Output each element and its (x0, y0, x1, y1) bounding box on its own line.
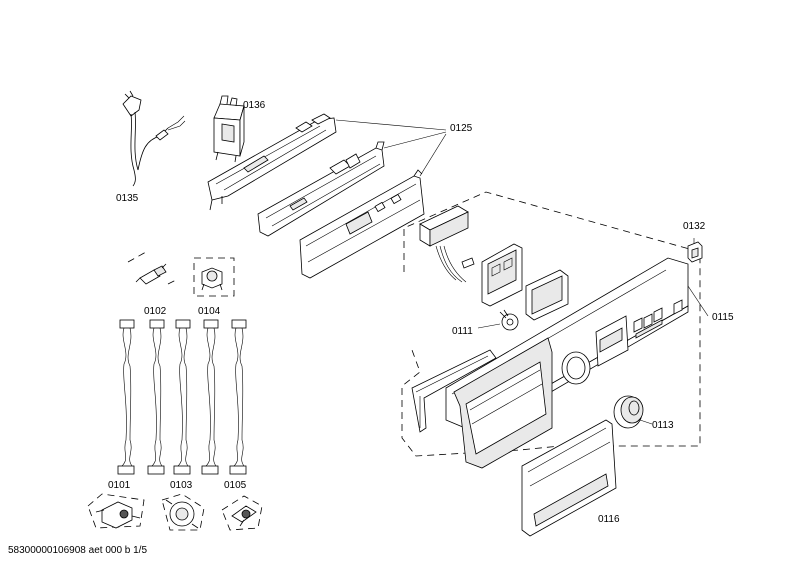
part-0102-sensor[interactable] (127, 251, 177, 285)
label-0111: 0111 (452, 326, 473, 337)
label-0115: 0115 (712, 312, 734, 323)
part-0125-board-top[interactable] (207, 113, 337, 211)
wiring-harness-2[interactable] (147, 319, 165, 475)
document-footer-code: 58300000106908 aet 000 b 1/5 (8, 545, 147, 556)
label-0136: 0136 (243, 100, 266, 111)
wiring-harness-5[interactable] (229, 319, 247, 475)
wiring-harness-1[interactable] (117, 319, 135, 475)
part-0132-clip[interactable] (687, 238, 703, 263)
label-0105: 0105 (224, 480, 247, 491)
wiring-harness-4[interactable] (201, 319, 219, 475)
label-0101: 0101 (108, 480, 131, 491)
label-0132: 0132 (683, 221, 706, 232)
group-outline-control-panel (401, 191, 701, 457)
label-0125: 0125 (450, 123, 473, 134)
wiring-harness-3[interactable] (173, 319, 191, 475)
label-0116: 0116 (598, 514, 620, 525)
part-drawer-seal[interactable] (411, 349, 497, 433)
part-0135-power-cord[interactable] (122, 90, 186, 187)
part-display-window[interactable] (525, 269, 569, 321)
part-0111-knob-spindle[interactable] (477, 309, 519, 331)
part-0115-control-panel[interactable] (445, 257, 709, 469)
label-0102: 0102 (144, 306, 167, 317)
part-0101-pressure-switch[interactable] (87, 493, 145, 529)
part-display-module[interactable] (419, 205, 475, 283)
label-0135: 0135 (116, 193, 139, 204)
label-0103: 0103 (170, 480, 193, 491)
part-display-frame[interactable] (481, 243, 523, 307)
part-0125-board-bottom[interactable] (299, 169, 425, 279)
part-0125-board-middle[interactable] (257, 141, 385, 237)
part-0116-drawer-front[interactable] (521, 419, 617, 537)
label-0104: 0104 (198, 306, 221, 317)
part-0113-program-knob[interactable] (613, 395, 653, 429)
part-0105-actuator[interactable] (221, 495, 263, 531)
label-0113: 0113 (652, 420, 674, 431)
part-0103-door-lock[interactable] (161, 493, 205, 531)
part-0136-interference-filter[interactable] (213, 95, 245, 163)
leader-lines-0125 (335, 119, 447, 177)
part-0104-switch[interactable] (193, 257, 235, 297)
